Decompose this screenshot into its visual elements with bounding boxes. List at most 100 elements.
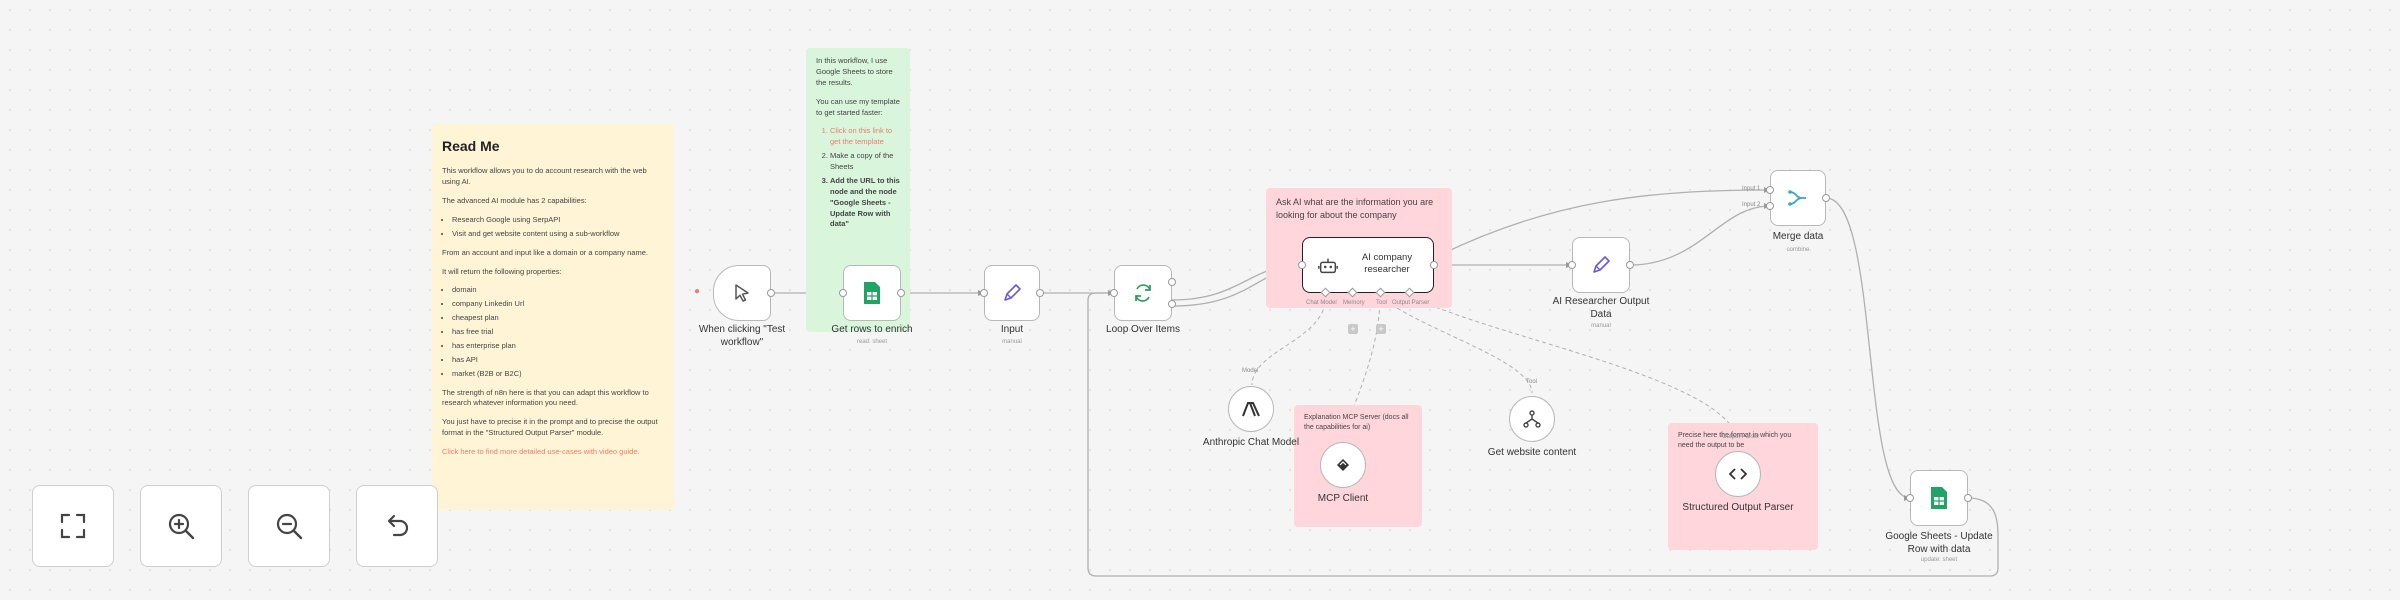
connection-model — [1251, 295, 1327, 386]
anthropic-node[interactable] — [1228, 386, 1274, 432]
output-port[interactable] — [1626, 261, 1634, 269]
researcher-output-node[interactable] — [1572, 237, 1630, 293]
list-item: Add the URL to this node and the node "G… — [830, 176, 900, 230]
reset-zoom-button[interactable] — [356, 485, 438, 567]
connection-tool — [1379, 295, 1533, 394]
ai-agent-node[interactable]: AI company researcher — [1302, 237, 1434, 293]
website-content-node[interactable] — [1509, 396, 1555, 442]
list-item: domain — [452, 285, 664, 296]
input-node[interactable] — [984, 265, 1040, 321]
output-port[interactable] — [897, 289, 905, 297]
add-memory-button[interactable]: + — [1348, 324, 1358, 334]
list-item: has API — [452, 355, 664, 366]
mcp-icon — [1337, 459, 1349, 471]
fullscreen-icon — [60, 513, 86, 539]
merge-node[interactable] — [1770, 170, 1826, 226]
input-sublabel: manual — [1002, 339, 1022, 345]
get-rows-node[interactable] — [843, 265, 901, 321]
connection-output-merge — [1629, 205, 1771, 266]
input-port[interactable] — [1110, 289, 1118, 297]
zoom-in-button[interactable] — [140, 485, 222, 567]
input-port[interactable] — [1906, 494, 1914, 502]
list-item: Research Google using SerpAPI — [452, 215, 664, 226]
add-tool-button[interactable]: + — [1376, 324, 1386, 334]
anthropic-icon — [1242, 402, 1260, 417]
loop-label: Loop Over Items — [1106, 324, 1180, 335]
ask-ai-note-text: Ask AI what are the information you are … — [1276, 197, 1434, 221]
mcp-label: MCP Client — [1317, 493, 1369, 504]
readme-p1: This workflow allows you to do account r… — [442, 166, 647, 187]
port-label: Model — [1242, 368, 1259, 374]
pencil-icon — [1004, 284, 1021, 301]
input-port[interactable] — [1298, 261, 1306, 269]
readme-link[interactable]: Click here to find more detailed use-cas… — [442, 447, 640, 457]
readme-title: Read Me — [442, 138, 500, 154]
input-port[interactable] — [1568, 261, 1576, 269]
sheets-note-p2: You can use my template to get started f… — [816, 96, 900, 117]
readme-p4: It will return the following properties: — [442, 266, 562, 276]
update-row-node[interactable] — [1910, 470, 1968, 526]
refresh-loop-icon — [1135, 284, 1151, 302]
trigger-node[interactable] — [713, 265, 771, 321]
port-label: Chat Model — [1306, 300, 1337, 306]
port-label: Tool — [1526, 379, 1538, 385]
list-item: Make a copy of the Sheets — [830, 151, 900, 173]
readme-p2: The advanced AI module has 2 capabilitie… — [442, 196, 587, 206]
output-port[interactable] — [1430, 261, 1438, 269]
code-brackets-icon — [1729, 468, 1747, 480]
port-label: Input 2 — [1742, 202, 1761, 208]
port-label: Memory — [1343, 300, 1365, 306]
cursor-click-icon — [735, 284, 749, 302]
sheets-note-steps: Click on this link to get the template M… — [816, 126, 900, 230]
fit-view-button[interactable] — [32, 485, 114, 567]
sub-workflow-icon — [1523, 410, 1541, 428]
list-item: market (B2B or B2C) — [452, 369, 664, 380]
connection-agent-merge — [1433, 189, 1771, 259]
readme-p3: From an account and input like a domain … — [442, 247, 648, 257]
output-port[interactable] — [767, 289, 775, 297]
trigger-label: When clicking "Test workflow" — [698, 324, 786, 348]
zoom-out-button[interactable] — [248, 485, 330, 567]
list-item: has enterprise plan — [452, 341, 664, 352]
readme-note[interactable]: Read Me This workflow allows you to do a… — [432, 124, 674, 510]
undo-icon — [387, 514, 409, 537]
input-port[interactable] — [980, 289, 988, 297]
readme-properties: domain company Linkedin Url cheapest pla… — [442, 285, 664, 379]
output-port[interactable] — [1036, 289, 1044, 297]
merge-label: Merge data — [1772, 231, 1824, 242]
port-label: Input 1 — [1742, 186, 1761, 192]
structured-parser-node[interactable] — [1715, 451, 1761, 497]
get-rows-sublabel: read: sheet — [856, 339, 888, 345]
readme-p5: The strength of n8n here is that you can… — [442, 387, 649, 408]
mcp-note-text: Explanation MCP Server (docs all the cap… — [1304, 414, 1409, 432]
agent-label: AI company researcher — [1361, 252, 1413, 276]
update-sublabel: update: sheet — [1920, 557, 1958, 563]
input-port[interactable] — [839, 289, 847, 297]
pencil-icon — [1593, 256, 1610, 273]
input-label: Input — [1000, 324, 1024, 335]
list-item: Visit and get website content using a su… — [452, 229, 664, 240]
anthropic-label: Anthropic Chat Model — [1202, 437, 1300, 448]
template-link[interactable]: Click on this link to get the template — [830, 126, 900, 148]
sheets-note-p1: In this workflow, I use Google Sheets to… — [816, 56, 893, 87]
parser-label: Structured Output Parser — [1682, 502, 1794, 513]
researcher-output-sublabel: manual — [1591, 323, 1611, 329]
loop-output-port[interactable] — [1168, 300, 1176, 308]
input-2-port[interactable] — [1766, 202, 1774, 210]
mcp-client-node[interactable] — [1320, 442, 1366, 488]
port-label: Output Parser — [1722, 434, 1760, 440]
output-port[interactable] — [1964, 494, 1972, 502]
input-1-port[interactable] — [1766, 186, 1774, 194]
zoom-in-icon — [168, 513, 195, 540]
port-label: Tool — [1376, 300, 1388, 306]
done-output-port[interactable] — [1168, 278, 1176, 286]
merge-icon — [1788, 190, 1806, 206]
google-sheets-icon — [864, 282, 880, 304]
readme-p6: You just have to precise it in the promp… — [442, 417, 658, 438]
loop-node[interactable] — [1114, 265, 1172, 321]
parser-note-text: Precise here the format in which you nee… — [1678, 432, 1792, 450]
update-label: Google Sheets - Update Row with data — [1885, 531, 1993, 555]
get-rows-label: Get rows to enrich — [831, 324, 913, 335]
list-item: has free trial — [452, 327, 664, 338]
output-port[interactable] — [1822, 194, 1830, 202]
